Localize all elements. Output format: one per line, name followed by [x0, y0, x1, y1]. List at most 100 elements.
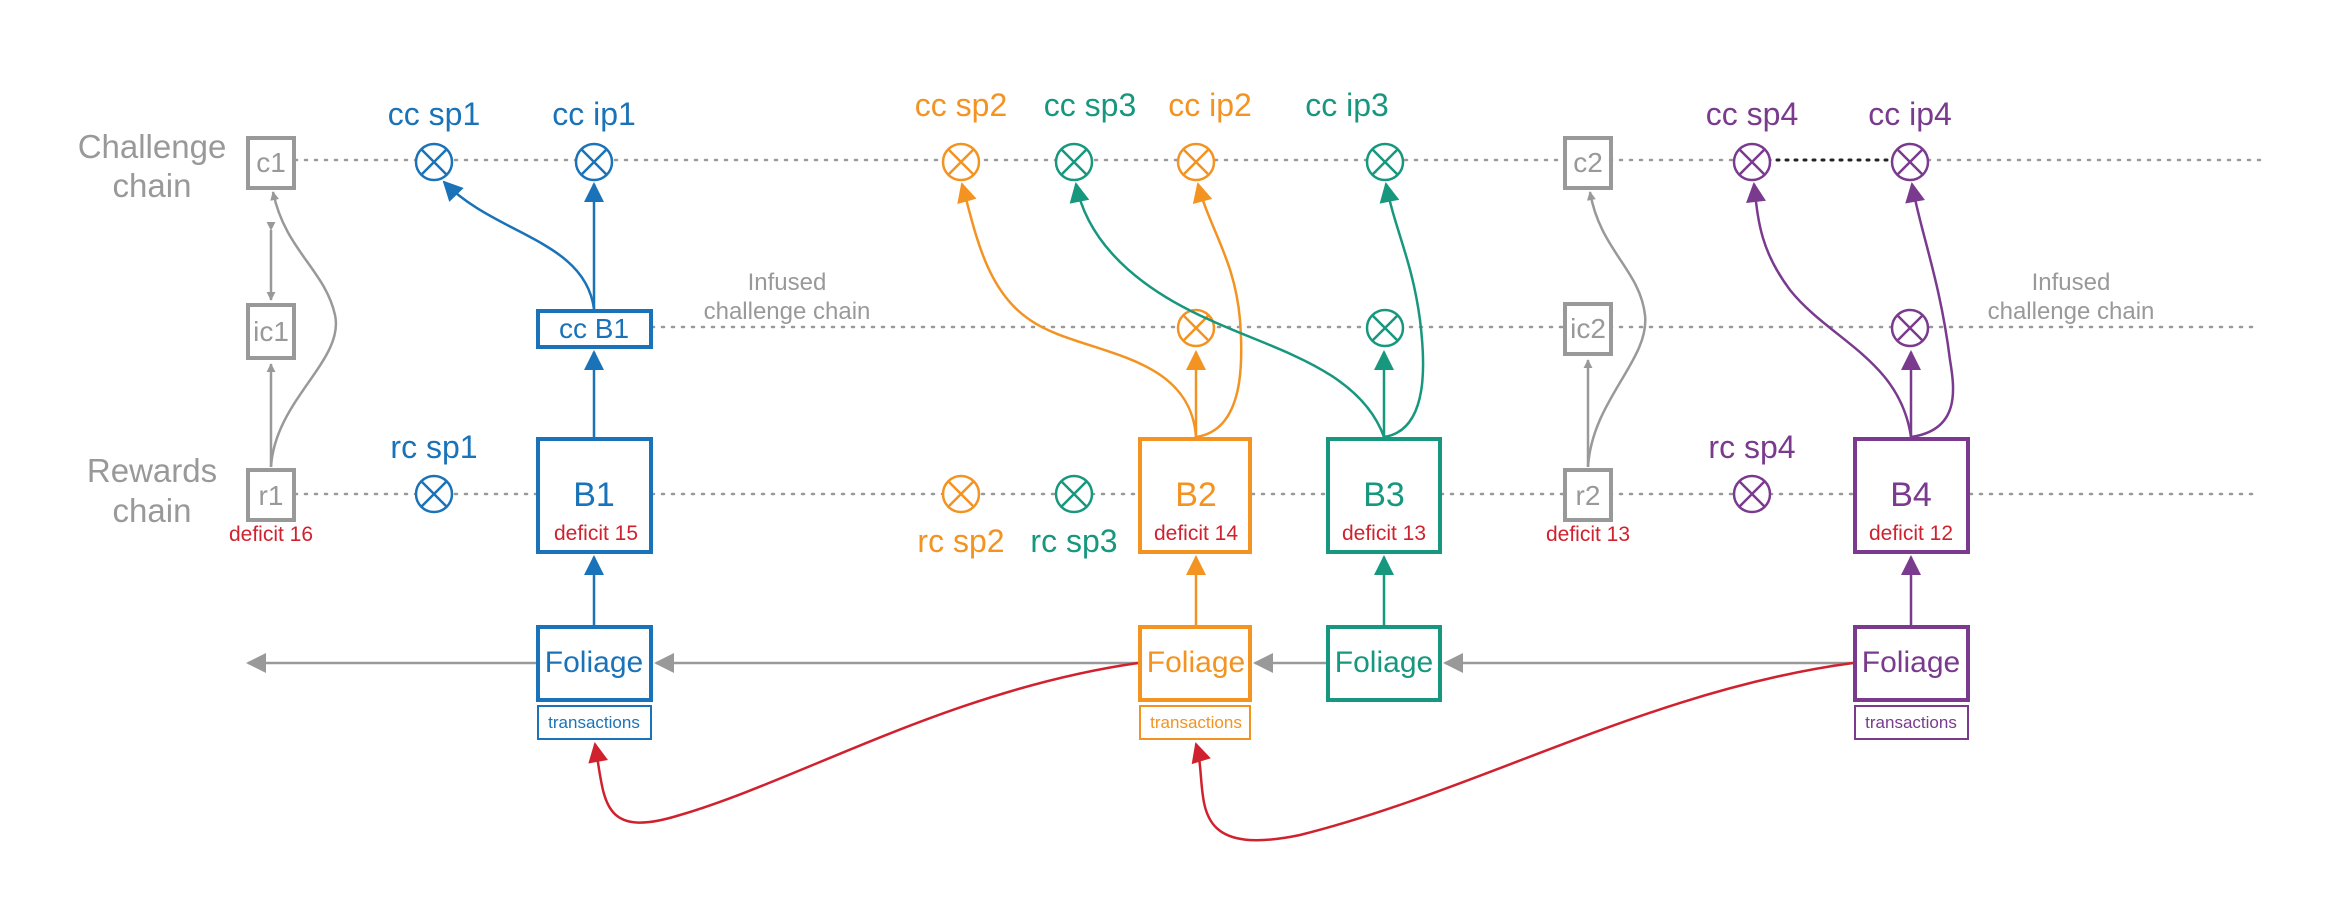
deficit-b3: deficit 13 [1342, 522, 1426, 545]
vdf-ic-ip4 [1890, 308, 1930, 348]
node-ic1: ic1 [246, 303, 296, 360]
vdf-cc-ip3: cc ip3 [1305, 87, 1405, 182]
foliage-b4-label: Foliage [1862, 646, 1960, 679]
rc-sp4-marker-icon [1732, 474, 1772, 514]
rewards-chain-label-line2: chain [113, 492, 192, 529]
svg-text:cc ip1: cc ip1 [552, 96, 636, 132]
block-b4: B4 deficit 12 [1853, 437, 1970, 554]
svg-text:r1: r1 [259, 480, 284, 511]
cc-sp4-marker-icon [1732, 142, 1772, 182]
foliage-b2-label: Foliage [1147, 646, 1245, 679]
foliage-b3: Foliage [1326, 625, 1442, 702]
node-ic2: ic2 [1563, 302, 1613, 356]
block3-arrows [1069, 182, 1425, 625]
svg-text:r2: r2 [1576, 480, 1601, 511]
column1-gray-arrows [266, 191, 338, 468]
svg-text:ic1: ic1 [253, 316, 289, 347]
block-b4-label: B4 [1890, 476, 1932, 514]
foliage-reference-arrows [588, 661, 1854, 842]
vdf-cc-ip2: cc ip2 [1168, 87, 1252, 182]
node-r2: r2 [1563, 468, 1613, 522]
ic-ip4-marker-icon [1890, 308, 1930, 348]
svg-text:cc ip4: cc ip4 [1868, 96, 1952, 132]
foliage-b4: Foliage transactions [1853, 625, 1970, 740]
vdf-rc-sp2: rc sp2 [917, 474, 1005, 559]
svg-text:rc sp3: rc sp3 [1030, 523, 1117, 559]
block-b1-label: B1 [573, 476, 615, 514]
svg-text:cc B1: cc B1 [559, 313, 629, 344]
vdf-cc-sp4: cc sp4 [1706, 96, 1798, 182]
vdf-ic-ip2 [1176, 308, 1216, 348]
svg-text:cc ip3: cc ip3 [1305, 87, 1389, 123]
column2-gray-arrows [1583, 191, 1647, 468]
block4-arrows [1746, 182, 1955, 625]
vdf-rc-sp4: rc sp4 [1708, 429, 1796, 514]
node-r1: r1 [246, 468, 296, 522]
rc-sp2-marker-icon [941, 474, 981, 514]
block-b2-label: B2 [1175, 476, 1217, 514]
rewards-chain-label-line1: Rewards [87, 452, 217, 489]
svg-text:cc sp1: cc sp1 [388, 96, 480, 132]
svg-text:cc ip2: cc ip2 [1168, 87, 1252, 123]
rc-sp3-marker-icon [1054, 474, 1094, 514]
cc-sp3-marker-icon [1054, 142, 1094, 182]
transactions-b1: transactions [548, 713, 640, 732]
svg-text:c2: c2 [1573, 147, 1603, 178]
node-c1: c1 [246, 136, 296, 190]
cc-sp2-marker-icon [941, 142, 981, 182]
cc-ip2-marker-icon [1176, 142, 1216, 182]
vdf-cc-sp1: cc sp1 [388, 96, 480, 182]
transactions-b2: transactions [1150, 713, 1242, 732]
cc-ip3-marker-icon [1365, 142, 1405, 182]
block-b3-label: B3 [1363, 476, 1405, 514]
challenge-chain-label-line2: chain [113, 167, 192, 204]
svg-text:cc sp2: cc sp2 [915, 87, 1007, 123]
infused-label-right-line2: challenge chain [1988, 298, 2155, 325]
node-c2: c2 [1563, 136, 1613, 190]
cc-ip4-marker-icon [1890, 142, 1930, 182]
vdf-cc-ip4: cc ip4 [1868, 96, 1952, 182]
svg-text:c1: c1 [256, 147, 286, 178]
node-cc-b1: cc B1 [536, 309, 653, 349]
deficit-r2: deficit 13 [1546, 523, 1630, 546]
vdf-ic-ip3 [1365, 308, 1405, 348]
block2-arrows [957, 182, 1243, 625]
cc-ip1-marker-icon [574, 142, 614, 182]
deficit-r1: deficit 16 [229, 523, 313, 546]
vdf-rc-sp1: rc sp1 [390, 429, 478, 514]
foliage-b2: Foliage transactions [1138, 625, 1252, 740]
foliage-b3-label: Foliage [1335, 646, 1433, 679]
deficit-b2: deficit 14 [1154, 522, 1238, 545]
svg-text:ic2: ic2 [1570, 313, 1606, 344]
block-b2: B2 deficit 14 [1138, 437, 1252, 554]
vdf-cc-ip1: cc ip1 [552, 96, 636, 182]
vdf-cc-sp3: cc sp3 [1044, 87, 1136, 182]
svg-text:rc sp1: rc sp1 [390, 429, 477, 465]
deficit-b4: deficit 12 [1869, 522, 1953, 545]
foliage-b1: Foliage transactions [536, 625, 653, 740]
rc-sp1-marker-icon [414, 474, 454, 514]
ic-ip3-marker-icon [1365, 308, 1405, 348]
infused-label-right-line1: Infused [2032, 269, 2111, 296]
infused-label-left-line1: Infused [748, 269, 827, 296]
transactions-b4: transactions [1865, 713, 1957, 732]
rewards-chain-label: Rewards chain [87, 452, 217, 529]
infused-label-right: Infused challenge chain [1988, 269, 2155, 325]
block-b3: B3 deficit 13 [1326, 437, 1442, 554]
svg-text:rc sp2: rc sp2 [917, 523, 1004, 559]
block1-arrows [442, 180, 604, 625]
challenge-chain-label-line1: Challenge [78, 128, 227, 165]
vdf-cc-sp2: cc sp2 [915, 87, 1007, 182]
block-b1: B1 deficit 15 [536, 437, 653, 554]
vdf-rc-sp3: rc sp3 [1030, 474, 1118, 559]
deficit-b1: deficit 15 [554, 522, 638, 545]
infused-label-left: Infused challenge chain [704, 269, 871, 325]
svg-text:rc sp4: rc sp4 [1708, 429, 1795, 465]
ic-ip2-marker-icon [1176, 308, 1216, 348]
cc-sp1-marker-icon [414, 142, 454, 182]
challenge-chain-label: Challenge chain [78, 128, 227, 204]
infused-label-left-line2: challenge chain [704, 298, 871, 325]
foliage-b1-label: Foliage [545, 646, 643, 679]
svg-text:cc sp3: cc sp3 [1044, 87, 1136, 123]
